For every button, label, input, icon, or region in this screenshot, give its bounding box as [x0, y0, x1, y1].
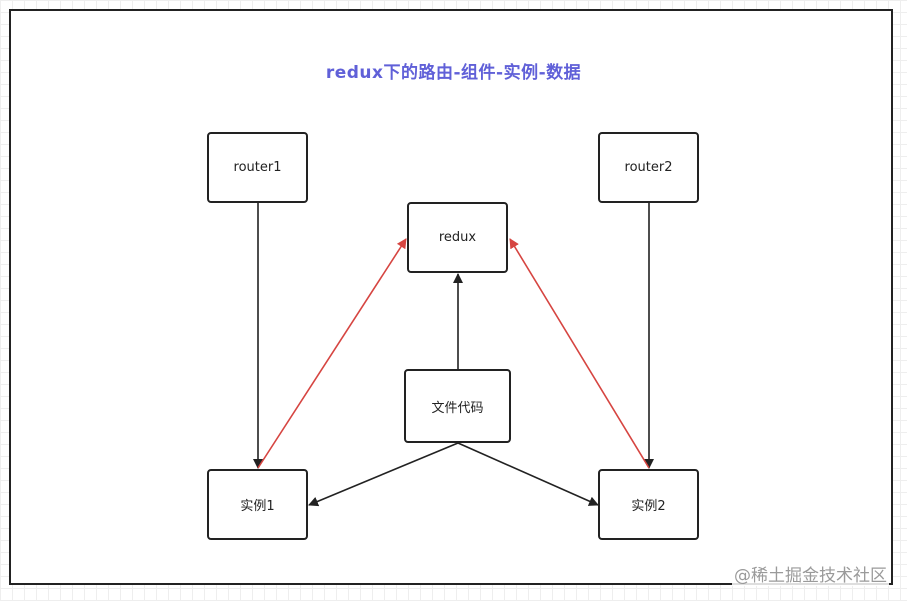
edge-instance2-to-redux: [509, 238, 650, 469]
diagram-title: redux下的路由-组件-实例-数据: [325, 63, 582, 83]
node-instance2: 实例2: [598, 469, 699, 540]
watermark-text: @稀土掘金技术社区: [732, 561, 889, 586]
node-redux: redux: [407, 202, 508, 273]
node-router1: router1: [207, 132, 308, 203]
node-instance1: 实例1: [207, 469, 308, 540]
edge-filecode-to-instance1: [308, 442, 459, 507]
node-router2: router2: [598, 132, 699, 203]
diagram-frame: [9, 9, 893, 585]
edge-filecode-to-instance2: [457, 442, 599, 506]
node-file-code: 文件代码: [404, 369, 511, 443]
edge-instance1-to-redux: [257, 238, 407, 469]
